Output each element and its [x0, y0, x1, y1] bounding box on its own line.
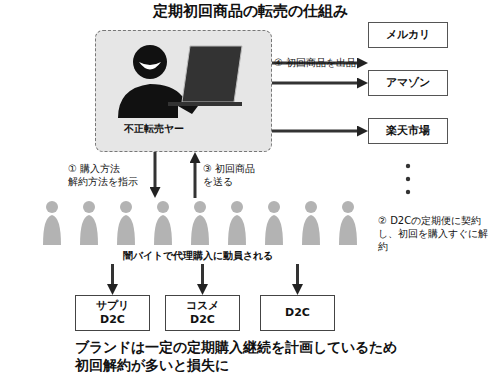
laptop-screen: [182, 46, 242, 102]
worker-body: [191, 215, 209, 245]
ellipsis-dot: [406, 177, 410, 181]
step-note: ② D2Cの定期便に契約し、初回を購入すぐに解約: [378, 214, 496, 253]
worker-body: [117, 215, 135, 245]
worker-head: [231, 201, 243, 213]
node-text: コスメ D2C: [186, 299, 219, 327]
node-text: D2C: [285, 306, 310, 320]
flow-arrow: [296, 264, 299, 287]
edge-label: ① 購入方法 解約方法を指示: [68, 162, 150, 188]
diagram-title: 定期初回商品の転売の仕組み: [0, 2, 500, 21]
worker-head: [268, 201, 280, 213]
reseller-grin: [139, 62, 161, 70]
worker-figures: [43, 201, 357, 245]
flow-arrow: [194, 160, 197, 198]
worker-head: [342, 201, 354, 213]
node-text: 楽天市場: [386, 124, 430, 138]
flow-arrow: [272, 82, 360, 85]
node-text: メルカリ: [386, 28, 430, 42]
worker-group: 闇バイトで代理購入に動員される: [35, 198, 360, 264]
worker-head: [194, 201, 206, 213]
worker-body: [43, 215, 61, 245]
edge-label: ③ 初回商品を送る: [203, 162, 265, 188]
worker-head: [305, 201, 317, 213]
brand-box: コスメ D2C: [165, 295, 240, 331]
actor-panel-fill: [95, 30, 272, 152]
worker-body: [339, 215, 357, 245]
worker-body: [302, 215, 320, 245]
worker-head: [83, 201, 95, 213]
node-text: 闇バイトで代理購入に動員される: [123, 249, 273, 262]
node-text: アマゾン: [386, 76, 430, 90]
worker-body: [80, 215, 98, 245]
reseller-figure: [118, 45, 242, 118]
brand-box: D2C: [260, 295, 335, 331]
flow-arrow: [111, 264, 114, 287]
step-note: ④ 初回商品を出品: [274, 56, 356, 69]
brand-box: サプリ D2C: [75, 295, 150, 331]
worker-head: [46, 201, 58, 213]
reseller-panel: 不正転売ヤー: [95, 30, 272, 152]
laptop-base: [168, 102, 242, 106]
worker-head: [157, 201, 169, 213]
flow-arrow: [154, 152, 157, 190]
continuation-dots: [406, 164, 410, 194]
ellipsis-dot: [406, 190, 410, 194]
worker-body: [228, 215, 246, 245]
marketplace-box: アマゾン: [368, 70, 448, 96]
worker-head: [120, 201, 132, 213]
marketplace-box: 楽天市場: [368, 118, 448, 144]
reseller-head: [133, 45, 167, 79]
marketplace-box: メルカリ: [368, 22, 448, 48]
diagram-caption: ブランドは一定の定期購入継続を計画しているため 初回解約が多いと損失に: [75, 338, 455, 374]
worker-body: [265, 215, 283, 245]
flow-arrow: [201, 264, 204, 287]
worker-body: [154, 215, 172, 245]
node-text: サプリ D2C: [96, 299, 129, 327]
node-text: 不正転売ヤー: [124, 122, 184, 135]
flow-arrow: [272, 130, 360, 133]
ellipsis-dot: [406, 164, 410, 168]
